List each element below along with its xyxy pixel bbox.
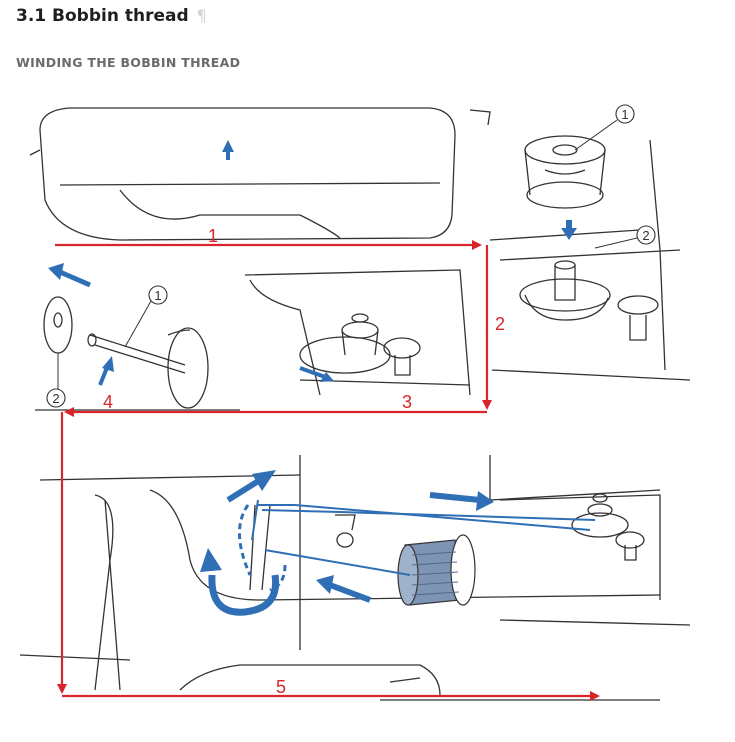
bobbin-on-winder-bottom [571,493,645,561]
spool-pin-panel [35,296,240,411]
left-arrow-icon [48,263,91,288]
section-title: 3.1 Bobbin thread ¶ [16,6,207,26]
bobbin-winding-illustration: 1 2 1 [19,104,691,701]
step-label-5: 5 [276,677,286,697]
callout-1-left: 1 [124,285,168,348]
callout-label: 2 [642,228,649,243]
callout-label: 1 [154,288,161,303]
step-label-1: 1 [208,226,218,246]
callout-label: 2 [52,391,59,406]
thread-guide-arrow-icon [226,470,494,603]
pilcrow-icon: ¶ [196,6,207,25]
step-label-3: 3 [402,392,412,412]
callout-2-left: 2 [46,353,66,408]
loop-arrow-icon [200,548,280,616]
step-label-2: 2 [495,314,505,334]
callout-2-top-right: 2 [594,225,656,249]
thread-lines [251,499,596,576]
bobbin-placement-panel [489,135,691,381]
up-arrow-icon [222,140,234,160]
step-label-4: 4 [103,392,113,412]
thread-spool [397,534,476,606]
push-arrow-icon [98,356,114,386]
section-subtitle: WINDING THE BOBBIN THREAD [16,55,241,70]
thread-path-panel [19,455,691,701]
callout-label: 1 [621,107,628,122]
down-arrow-icon [561,220,577,240]
section-title-text: 3.1 Bobbin thread [16,6,189,26]
diagonal-arrow-icon [299,366,334,382]
machine-top-panel [29,107,491,241]
dashed-thread-guide [238,504,287,592]
callout-1-top-right: 1 [574,104,635,151]
step-arrows [55,240,600,701]
bobbin-winder-panel [244,269,471,396]
